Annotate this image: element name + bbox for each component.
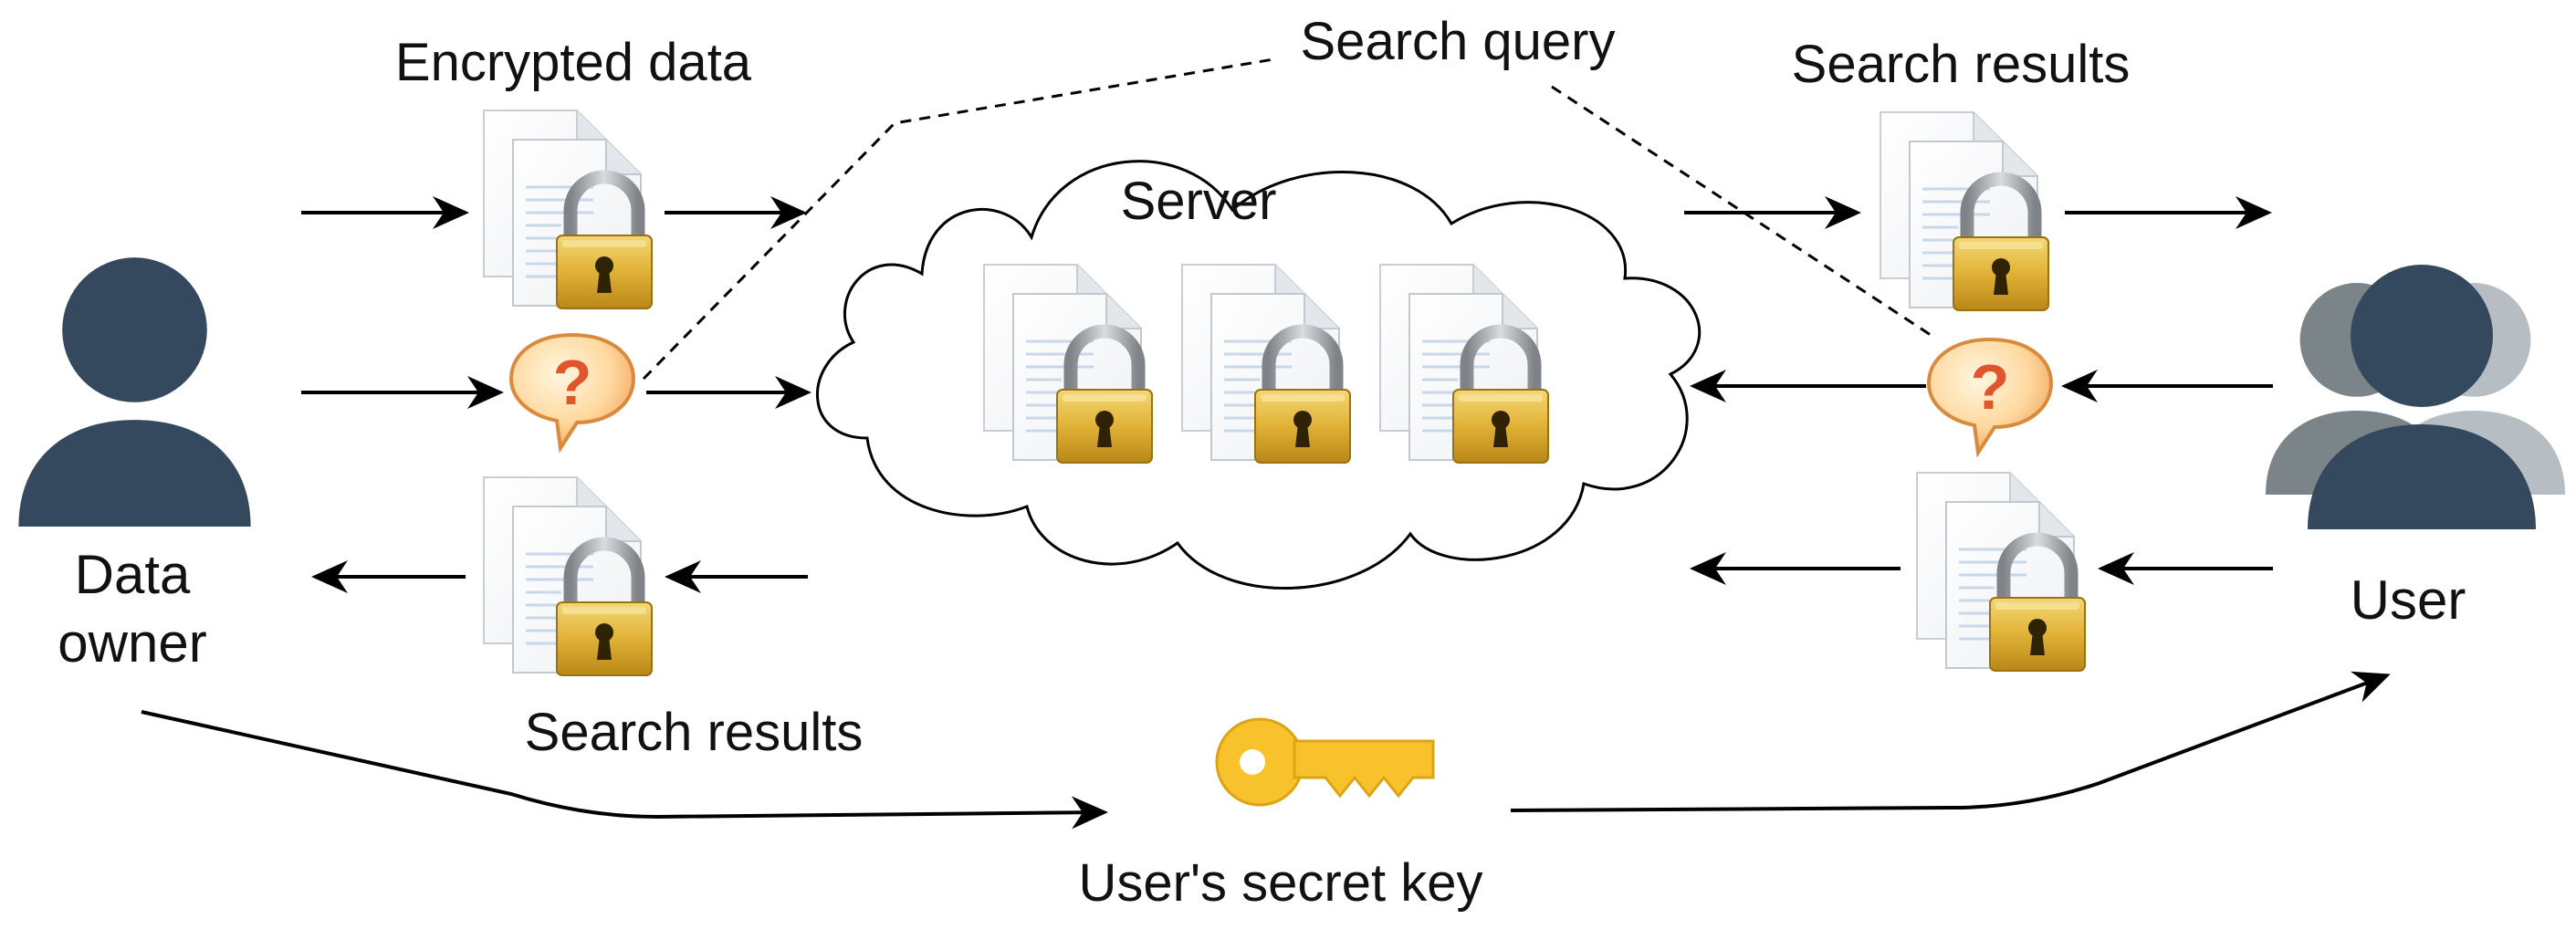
arrow-secret-key-to-user (1510, 671, 2391, 812)
user-label: User (2351, 569, 2466, 631)
locked-document-icon (1880, 112, 2048, 310)
locked-document-icon (484, 477, 652, 675)
secret-key-label: User's secret key (1079, 853, 1483, 913)
data-owner-label-line1: Data (75, 544, 191, 605)
key-icon (1215, 717, 1435, 807)
server-label: Server (1121, 172, 1277, 231)
search-results-label-bottom: Search results (525, 703, 864, 762)
data-owner-icon (18, 257, 251, 527)
arrow-owner-to-secret-key (141, 710, 1108, 830)
question-bubble-icon (509, 333, 635, 450)
locked-document-icon (484, 110, 652, 308)
dashed-link-query-left (642, 57, 1274, 381)
search-results-label-top: Search results (1792, 35, 2131, 94)
encrypted-data-label: Encrypted data (395, 33, 752, 92)
user-group-icon (2266, 265, 2565, 529)
question-bubble-icon (1927, 338, 2053, 454)
search-query-label: Search query (1301, 12, 1616, 71)
locked-document-icon (1917, 473, 2085, 671)
data-owner-label-line2: owner (58, 612, 206, 674)
